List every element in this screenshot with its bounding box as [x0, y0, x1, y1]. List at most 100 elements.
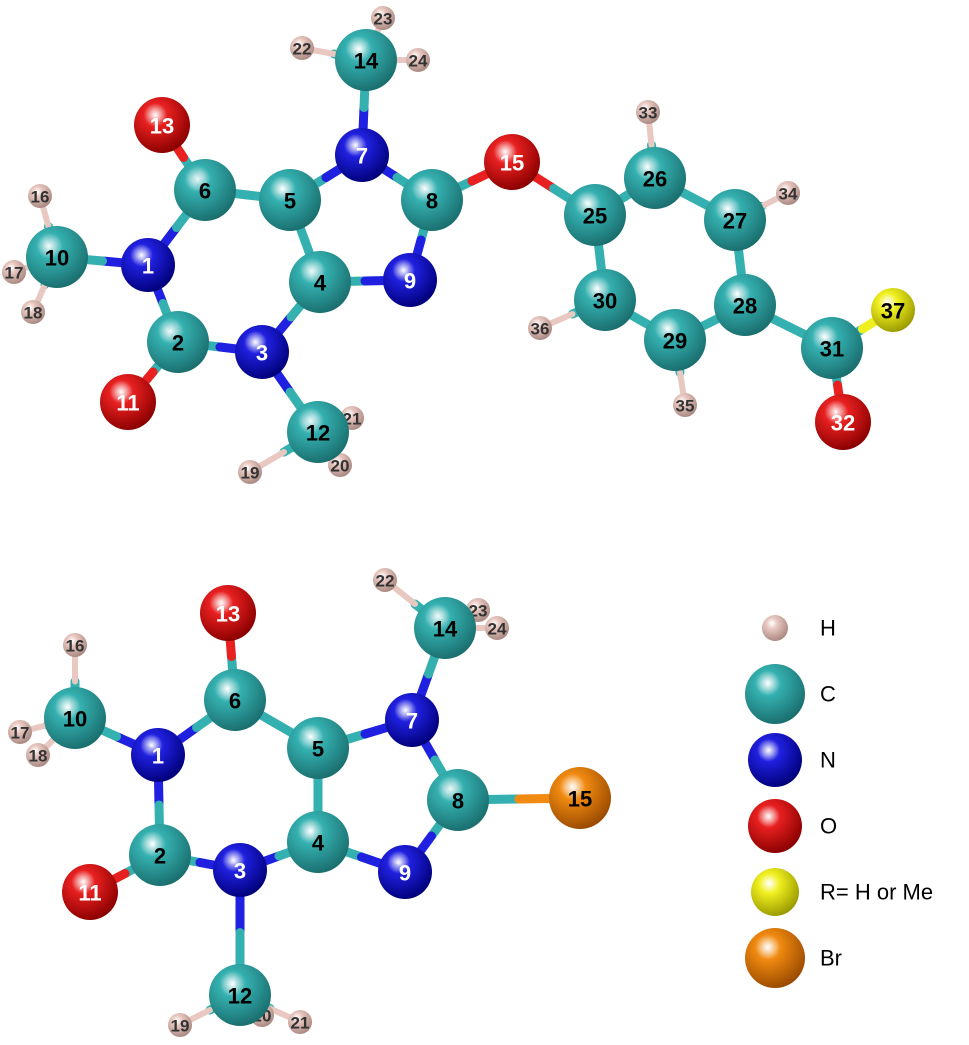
atom-n-1: 1 — [121, 238, 175, 292]
atom-label: 1 — [152, 744, 164, 769]
atom-sphere — [328, 453, 352, 477]
legend-swatch — [745, 664, 805, 724]
atom-sphere — [287, 811, 349, 873]
atom-sphere — [100, 374, 156, 430]
legend-label: N — [820, 748, 836, 773]
atom-sphere — [287, 717, 349, 779]
atom-sphere — [204, 669, 266, 731]
atom-n-3: 3 — [213, 843, 267, 897]
atom-sphere — [8, 720, 32, 744]
atom-c-5: 5 — [259, 169, 321, 231]
atom-sphere — [485, 616, 509, 640]
atom-label: 23 — [374, 10, 393, 29]
atom-label: 30 — [593, 289, 617, 314]
atom-label: 33 — [639, 104, 658, 123]
legend-label: R= H or Me — [820, 880, 933, 905]
atom-label: 15 — [568, 787, 592, 812]
atom-sphere — [401, 169, 463, 231]
atom-label: 18 — [24, 304, 43, 323]
legend-label: O — [820, 814, 837, 839]
atom-sphere — [2, 260, 26, 284]
atom-label: 28 — [733, 294, 757, 319]
atom-label: 12 — [228, 984, 252, 1009]
atom-c-31: 31 — [801, 317, 863, 379]
atom-sphere — [129, 824, 191, 886]
atom-n-7: 7 — [385, 693, 439, 747]
atom-sphere — [62, 864, 118, 920]
atom-sphere — [371, 6, 395, 30]
atom-label: 15 — [500, 151, 524, 176]
atom-label: 21 — [291, 1014, 310, 1033]
atom-label: 25 — [583, 204, 607, 229]
atom-h-22: 22 — [373, 568, 397, 592]
atom-label: 17 — [11, 724, 30, 743]
atom-c-4: 4 — [287, 811, 349, 873]
atom-sphere — [200, 585, 256, 641]
atom-c-12: 12 — [287, 401, 349, 463]
atom-h-16: 16 — [28, 184, 52, 208]
atom-label: 9 — [404, 269, 416, 294]
atom-c-25: 25 — [564, 184, 626, 246]
legend-item-r: R= H or Me — [751, 868, 933, 916]
atom-n-1: 1 — [131, 728, 185, 782]
atom-h-34: 34 — [776, 181, 800, 205]
atom-sphere — [636, 100, 660, 124]
atom-label: 7 — [356, 144, 368, 169]
atom-sphere — [335, 29, 397, 91]
atom-sphere — [259, 169, 321, 231]
atom-label: 5 — [312, 737, 324, 762]
atom-sphere — [121, 238, 175, 292]
atom-label: 7 — [406, 709, 418, 734]
atom-label: 35 — [676, 397, 695, 416]
atom-label: 11 — [78, 881, 101, 906]
atom-label: 24 — [409, 52, 428, 71]
atom-n-3: 3 — [235, 325, 289, 379]
legend-item-c: C — [745, 664, 836, 724]
atom-sphere — [427, 769, 489, 831]
legend-label: Br — [820, 946, 842, 971]
atom-sphere — [335, 128, 389, 182]
atom-c-12: 12 — [209, 964, 271, 1026]
atom-h-21: 21 — [288, 1010, 312, 1034]
atom-h-24: 24 — [485, 616, 509, 640]
legend-swatch — [745, 928, 805, 988]
atom-sphere — [673, 393, 697, 417]
atom-sphere — [383, 253, 437, 307]
atom-c-10: 10 — [44, 687, 106, 749]
atom-label: 16 — [66, 637, 85, 656]
atom-sphere — [21, 300, 45, 324]
legend-item-h: H — [762, 615, 836, 641]
atom-h-35: 35 — [673, 393, 697, 417]
atom-sphere — [484, 134, 540, 190]
legend-swatch — [748, 799, 802, 853]
atom-label: 13 — [150, 114, 174, 139]
legend-swatch — [748, 733, 802, 787]
atom-h-24: 24 — [406, 48, 430, 72]
atom-h-23: 23 — [371, 6, 395, 30]
atom-label: 22 — [376, 572, 395, 591]
atom-c-30: 30 — [574, 269, 636, 331]
atom-label: 6 — [229, 689, 241, 714]
atom-sphere — [373, 568, 397, 592]
atom-label: 22 — [293, 40, 312, 59]
atom-c-4: 4 — [289, 251, 351, 313]
atom-label: 31 — [820, 337, 844, 362]
atom-sphere — [528, 316, 552, 340]
atom-br-15: 15 — [549, 767, 611, 829]
atom-c-10: 10 — [26, 226, 88, 288]
atom-label: 2 — [154, 844, 166, 869]
legend-label: C — [820, 682, 836, 707]
atom-label: 19 — [241, 464, 260, 483]
atom-sphere — [776, 181, 800, 205]
atom-label: 8 — [452, 789, 464, 814]
atom-sphere — [238, 460, 262, 484]
atom-label: 6 — [199, 179, 211, 204]
atom-c-14: 14 — [414, 597, 476, 659]
atom-h-36: 36 — [528, 316, 552, 340]
atom-c-26: 26 — [624, 147, 686, 209]
atom-o-13: 13 — [200, 585, 256, 641]
atom-label: 14 — [433, 617, 458, 642]
atom-h-19: 19 — [168, 1013, 192, 1037]
atom-o-32: 32 — [815, 394, 871, 450]
atom-sphere — [44, 687, 106, 749]
